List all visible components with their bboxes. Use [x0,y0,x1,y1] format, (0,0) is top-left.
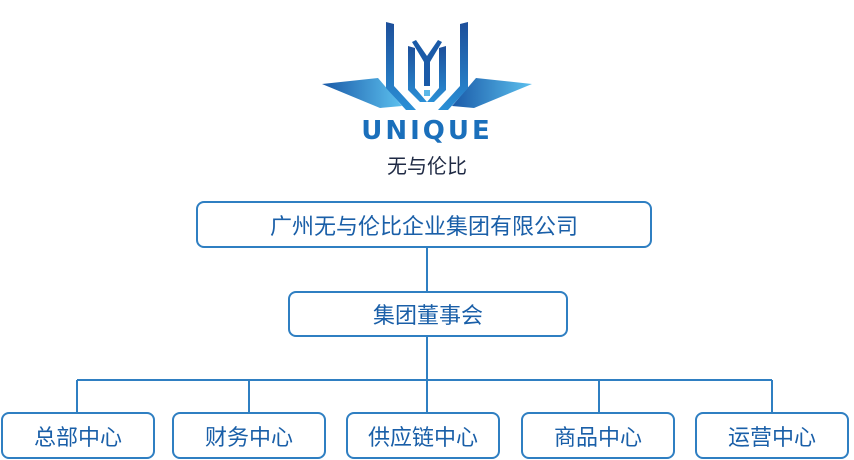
node-company: 广州无与伦比企业集团有限公司 [196,201,652,248]
node-dept-finance: 财务中心 [172,412,326,459]
node-dept-supply-chain: 供应链中心 [346,412,500,459]
brand-name-en: UNIQUE [361,116,493,146]
node-board: 集团董事会 [288,291,568,337]
unique-emblem-icon [322,22,532,110]
node-dept-headquarters: 总部中心 [1,412,155,459]
node-dept-operations: 运营中心 [695,412,849,459]
brand-name-cn: 无与伦比 [387,154,467,178]
brand-logo: UNIQUE 无与伦比 [320,16,534,180]
node-dept-merchandise: 商品中心 [521,412,675,459]
